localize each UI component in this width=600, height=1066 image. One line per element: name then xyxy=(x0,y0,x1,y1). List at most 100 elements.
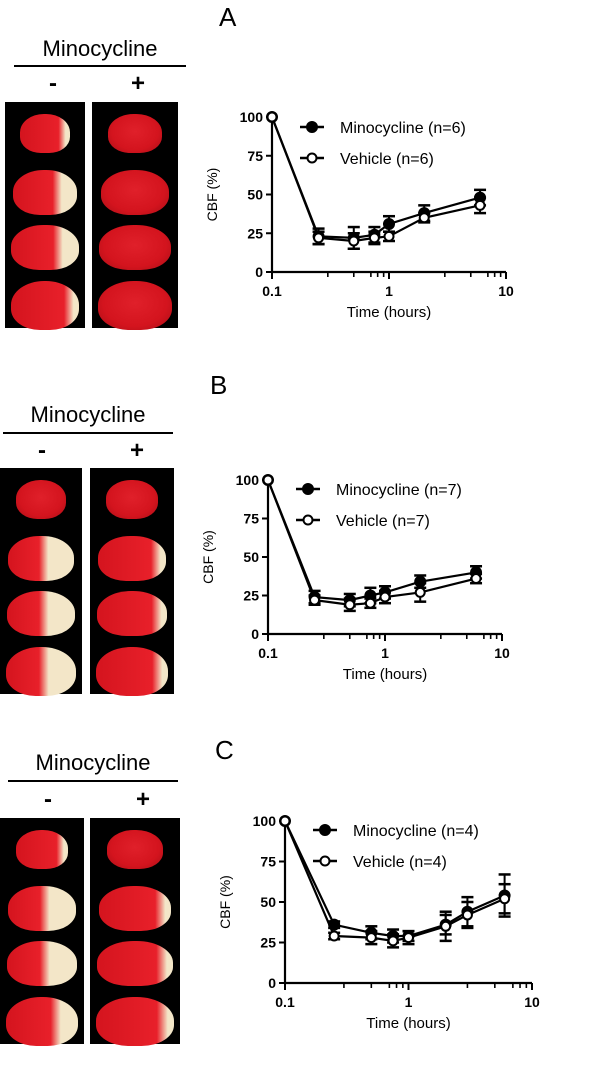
minus-label-a: - xyxy=(49,70,57,97)
x-tick-label: 1 xyxy=(381,645,389,661)
brain-section xyxy=(97,941,173,987)
brain-sections-minocycline-c xyxy=(90,818,180,1047)
open-circle-marker xyxy=(279,815,291,827)
brain-section xyxy=(6,591,76,637)
y-tick-label: 50 xyxy=(247,187,263,203)
brain-section xyxy=(107,830,163,869)
legend-label: Vehicle (n=6) xyxy=(340,151,434,168)
y-tick-label: 100 xyxy=(236,472,260,488)
brain-section xyxy=(8,535,74,581)
open-circle-marker xyxy=(470,573,482,585)
brain-section xyxy=(98,280,172,331)
y-tick-label: 75 xyxy=(247,148,263,164)
brain-section xyxy=(13,169,77,215)
y-tick-label: 50 xyxy=(243,549,259,565)
legend-label: Minocycline (n=6) xyxy=(340,120,466,137)
treatment-rule-b xyxy=(3,432,173,434)
brain-section xyxy=(20,114,70,153)
y-axis-label: CBF (%) xyxy=(200,530,216,584)
brain-section xyxy=(98,535,166,581)
legend-label: Minocycline (n=4) xyxy=(353,823,479,840)
brain-section xyxy=(105,480,159,519)
brain-sections-vehicle-b xyxy=(0,468,82,697)
x-tick-label: 0.1 xyxy=(258,645,278,661)
brain-sections-vehicle-c xyxy=(0,818,84,1047)
y-tick-label: 75 xyxy=(243,511,259,527)
y-tick-label: 25 xyxy=(243,588,259,604)
brain-section xyxy=(8,885,76,931)
open-circle-marker xyxy=(309,594,321,606)
brain-section xyxy=(98,225,172,271)
x-tick-label: 10 xyxy=(498,283,514,299)
legend-filled-circle-icon xyxy=(306,121,318,133)
x-axis-label: Time (hours) xyxy=(366,1015,450,1032)
open-circle-marker xyxy=(368,232,380,244)
y-tick-label: 100 xyxy=(240,109,264,125)
brain-section xyxy=(100,169,170,215)
brain-section xyxy=(15,480,67,519)
panel-letter-a: A xyxy=(219,2,237,32)
x-tick-label: 1 xyxy=(385,283,393,299)
treatment-rule-a xyxy=(14,65,186,67)
brain-sections-vehicle-a xyxy=(5,102,85,331)
x-axis-label: Time (hours) xyxy=(343,666,427,683)
plus-label-a: + xyxy=(130,70,145,97)
open-circle-marker xyxy=(262,474,274,486)
brain-section xyxy=(5,646,77,697)
brain-section xyxy=(96,591,168,637)
open-circle-marker xyxy=(344,599,356,611)
legend-open-circle-icon xyxy=(306,152,318,164)
brain-section xyxy=(108,114,162,153)
open-circle-marker xyxy=(266,111,278,123)
plus-label-c: + xyxy=(135,786,150,813)
panel-letter-b: B xyxy=(210,370,228,400)
brain-sections-minocycline-b xyxy=(90,468,174,697)
legend-label: Vehicle (n=7) xyxy=(336,513,430,530)
open-circle-marker xyxy=(414,586,426,598)
open-circle-marker xyxy=(499,893,511,905)
brain-section xyxy=(11,225,79,271)
y-tick-label: 0 xyxy=(255,264,263,280)
plus-label-b: + xyxy=(129,437,144,464)
legend-filled-circle-icon xyxy=(319,824,331,836)
y-tick-label: 100 xyxy=(253,813,277,829)
minus-label-c: - xyxy=(44,786,52,813)
legend-label: Vehicle (n=4) xyxy=(353,854,447,871)
brain-section xyxy=(96,996,174,1047)
treatment-rule-c xyxy=(8,780,178,782)
y-tick-label: 75 xyxy=(260,854,276,870)
y-tick-label: 0 xyxy=(268,975,276,991)
open-circle-marker xyxy=(383,230,395,242)
brain-section xyxy=(5,996,79,1047)
open-circle-marker xyxy=(328,930,340,942)
brain-section xyxy=(15,830,69,869)
x-tick-label: 10 xyxy=(494,645,510,661)
y-axis-label: CBF (%) xyxy=(204,168,220,222)
x-tick-label: 0.1 xyxy=(262,283,282,299)
brain-section xyxy=(95,646,169,697)
minus-label-b: - xyxy=(38,437,46,464)
x-axis-label: Time (hours) xyxy=(347,304,431,321)
treatment-label-b: Minocycline xyxy=(30,402,146,427)
open-circle-marker xyxy=(440,920,452,932)
brain-section xyxy=(10,280,80,331)
filled-circle-marker xyxy=(383,217,395,230)
legend-label: Minocycline (n=7) xyxy=(336,482,462,499)
y-axis-label: CBF (%) xyxy=(217,875,233,929)
y-tick-label: 25 xyxy=(260,935,276,951)
x-tick-label: 10 xyxy=(524,994,540,1010)
panel-letter-c: C xyxy=(215,735,234,765)
x-tick-label: 1 xyxy=(405,994,413,1010)
brain-section xyxy=(6,941,78,987)
legend-open-circle-icon xyxy=(319,855,331,867)
open-circle-marker xyxy=(379,591,391,603)
open-circle-marker xyxy=(474,199,486,211)
brain-sections-minocycline-a xyxy=(92,102,178,331)
legend-filled-circle-icon xyxy=(302,483,314,495)
open-circle-marker xyxy=(461,909,473,921)
brain-section xyxy=(99,885,171,931)
x-tick-label: 0.1 xyxy=(275,994,295,1010)
